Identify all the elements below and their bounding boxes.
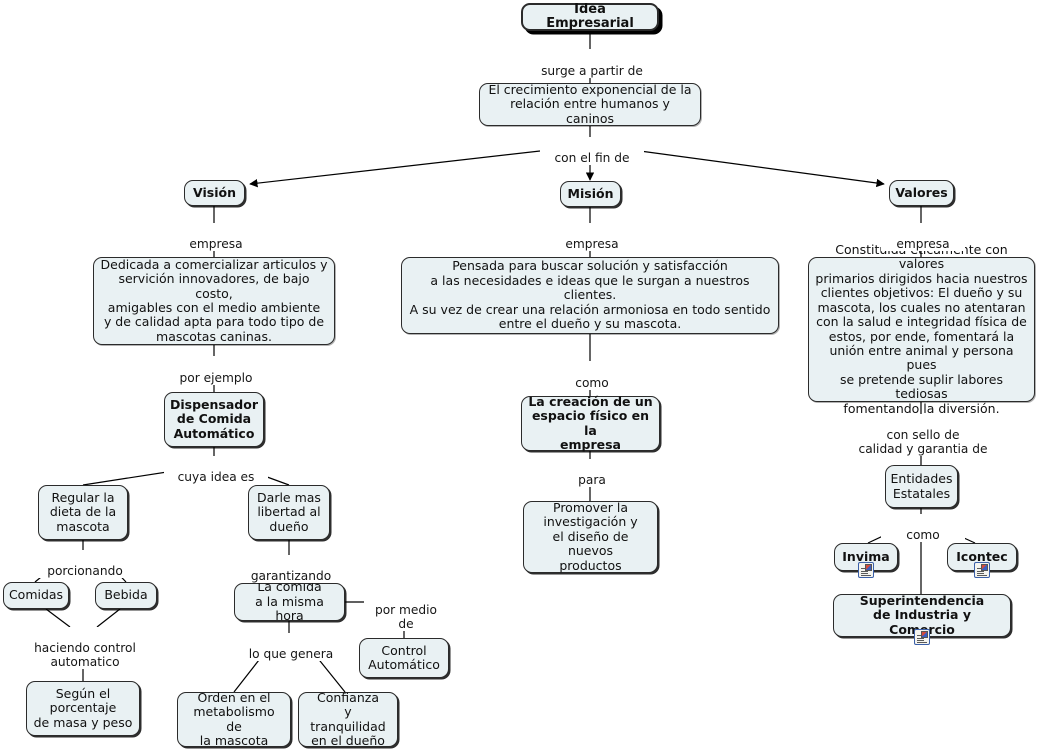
node-label: Valores [895, 184, 948, 200]
node-vision-description[interactable]: Dedicada a comercializar articulos y ser… [93, 257, 335, 345]
link-text: empresa [189, 237, 243, 251]
node-bebida[interactable]: Bebida [95, 582, 157, 609]
node-label: Según el porcentaje de masa y peso [33, 685, 133, 730]
node-label: Promover la investigación y el diseño de… [543, 499, 638, 573]
node-vision[interactable]: Visión [184, 180, 245, 206]
document-resource-icon[interactable] [858, 562, 874, 578]
node-label: El crecimiento exponencial de la relació… [488, 81, 692, 126]
node-label: Idea Empresarial [546, 1, 634, 31]
node-creacion-espacio[interactable]: La creación de un espacio físico en la e… [521, 393, 660, 452]
node-label: Entidades Estatales [890, 471, 953, 501]
node-crecimiento-exponencial[interactable]: El crecimiento exponencial de la relació… [479, 81, 701, 126]
link-label-como-mision: como [550, 362, 634, 390]
node-dispensador-comida[interactable]: Dispensador de Comida Automático [164, 392, 264, 447]
link-text: lo que genera [248, 647, 334, 661]
node-promover-investigacion[interactable]: Promover la investigación y el diseño de… [523, 499, 658, 573]
node-entidades-estatales[interactable]: Entidades Estatales [885, 465, 958, 508]
link-label-por-ejemplo: por ejemplo [164, 357, 268, 385]
link-label-con-el-fin-de: con el fin de [540, 137, 644, 165]
node-comidas[interactable]: Comidas [3, 582, 69, 609]
node-label: Dispensador de Comida Automático [170, 396, 259, 441]
link-text: para [578, 473, 606, 487]
link-text: garantizando [250, 569, 332, 583]
link-label-cuya-idea-es: cuya idea es [164, 456, 268, 484]
node-confianza-tranquilidad[interactable]: Confianza y tranquilidad en el dueño [298, 689, 398, 748]
link-label-garantizando: garantizando [239, 555, 343, 583]
document-resource-icon[interactable] [974, 562, 990, 578]
node-label: Dedicada a comercializar articulos y ser… [100, 256, 328, 344]
link-text: empresa [896, 237, 950, 251]
link-label-lo-que-genera: lo que genera [239, 633, 343, 661]
link-text: con sello de calidad y garantia de [858, 428, 988, 456]
node-label: Regular la dieta de la mascota [49, 489, 117, 534]
link-text: cuya idea es [177, 470, 255, 484]
node-label: Icontec [956, 548, 1008, 564]
node-label: Orden en el metabolismo de la mascota [193, 689, 275, 748]
node-label: Superintendencia de Industria y Comercio [859, 592, 985, 636]
node-label: Invima [842, 548, 890, 564]
link-text: con el fin de [554, 151, 630, 165]
node-segun-porcentaje[interactable]: Según el porcentaje de masa y peso [26, 681, 140, 736]
node-mision-description[interactable]: Pensada para buscar solución y satisfacc… [401, 257, 779, 334]
node-invima[interactable]: Invima [834, 543, 898, 571]
node-valores[interactable]: Valores [889, 180, 954, 206]
node-label: Bebida [104, 587, 148, 603]
link-text: surge a partir de [541, 64, 643, 78]
link-label-como-entidades: como [881, 514, 965, 542]
node-orden-metabolismo[interactable]: Orden en el metabolismo de la mascota [177, 689, 291, 748]
link-text: como [575, 376, 609, 390]
node-label: Misión [567, 185, 614, 201]
link-label-surge-a-partir-de: surge a partir de [530, 50, 654, 78]
link-text: haciendo control automatico [34, 641, 136, 669]
node-regular-dieta[interactable]: Regular la dieta de la mascota [38, 485, 128, 540]
link-label-con-sello-de-calidad: con sello de calidad y garantia de [846, 414, 1000, 456]
link-text: como [906, 528, 940, 542]
node-darle-libertad[interactable]: Darle mas libertad al dueño [248, 485, 330, 540]
link-text: por medio de [374, 603, 438, 631]
node-label: La creación de un espacio físico en la e… [528, 393, 653, 452]
link-label-para: para [550, 459, 634, 487]
node-label: Confianza y tranquilidad en el dueño [310, 689, 386, 748]
node-idea-empresarial[interactable]: Idea Empresarial [521, 1, 659, 31]
node-comida-misma-hora[interactable]: La comida a la misma hora [234, 579, 345, 624]
link-text: porcionando [47, 564, 123, 578]
node-label: La comida a la misma hora [255, 579, 324, 624]
link-label-empresa-vision: empresa [174, 223, 258, 251]
node-label: Pensada para buscar solución y satisfacc… [409, 258, 771, 332]
link-label-empresa-mision: empresa [550, 223, 634, 251]
link-text: por ejemplo [179, 371, 253, 385]
node-control-automatico[interactable]: Control Automático [359, 638, 449, 678]
link-text: empresa [565, 237, 619, 251]
link-label-haciendo-control-automatico: haciendo control automatico [23, 627, 147, 669]
node-label: Constituida éticamente con valores prima… [815, 242, 1028, 416]
link-label-empresa-valores: empresa [881, 223, 965, 251]
node-label: Darle mas libertad al dueño [257, 489, 321, 534]
node-label: Visión [193, 184, 236, 200]
document-resource-icon[interactable] [914, 629, 930, 645]
link-label-por-medio-de: por medio de [364, 589, 448, 631]
node-mision[interactable]: Misión [560, 181, 621, 207]
node-valores-description[interactable]: Constituida éticamente con valores prima… [808, 242, 1035, 415]
link-label-porcionando: porcionando [33, 550, 137, 578]
node-label: Comidas [8, 587, 64, 603]
node-label: Control Automático [368, 642, 440, 672]
